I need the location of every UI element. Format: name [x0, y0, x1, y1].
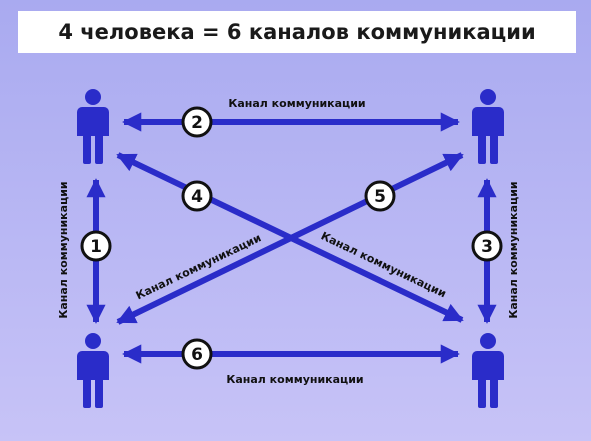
channel-label-diag-left: Канал коммуникации	[134, 231, 263, 302]
channel-label-top: Канал коммуникации	[228, 97, 365, 110]
channel-label-diag-right: Канал коммуникации	[319, 229, 448, 300]
person-icon	[77, 89, 109, 164]
badge-6	[181, 338, 213, 370]
badge-number-2: 2	[191, 113, 203, 133]
channel-label-bottom: Канал коммуникации	[226, 373, 363, 386]
title-bar: 4 человека = 6 каналов коммуникации	[18, 11, 576, 53]
person-icon	[472, 89, 504, 164]
channel-label-left: Канал коммуникации	[57, 181, 70, 318]
badge-number-6: 6	[191, 345, 203, 365]
badge-1	[80, 230, 112, 262]
badge-3	[471, 230, 503, 262]
badge-number-4: 4	[191, 187, 203, 207]
badge-number-1: 1	[90, 237, 102, 257]
arrow-channel-5	[116, 152, 464, 325]
person-icon	[472, 333, 504, 408]
person-icon	[77, 333, 109, 408]
badge-2	[181, 106, 213, 138]
badge-4	[181, 180, 213, 212]
badge-number-3: 3	[481, 237, 493, 257]
badge-5	[364, 180, 396, 212]
channel-label-right: Канал коммуникации	[507, 181, 520, 318]
page-title: 4 человека = 6 каналов коммуникации	[58, 20, 536, 44]
badge-number-5: 5	[374, 187, 386, 207]
